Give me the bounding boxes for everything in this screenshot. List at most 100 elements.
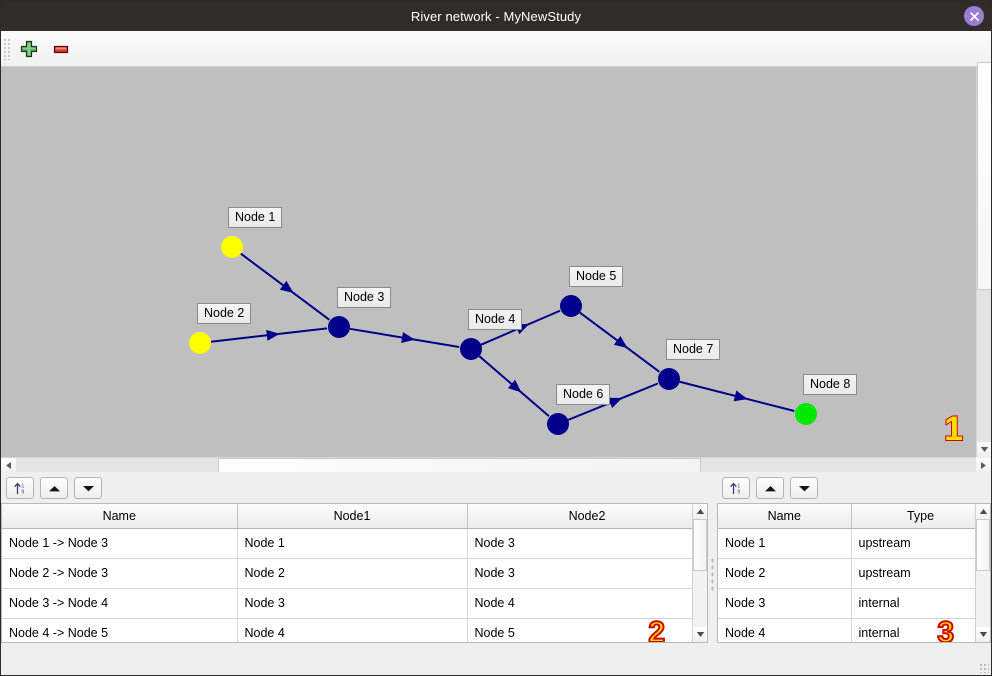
nodes-column-header[interactable]: Type bbox=[851, 504, 990, 529]
nodes-statusbar bbox=[717, 643, 991, 675]
reaches-cell[interactable]: Node 3 bbox=[237, 588, 468, 619]
toolbar-drag-handle[interactable] bbox=[3, 37, 11, 60]
scroll-right-arrow[interactable] bbox=[976, 458, 991, 473]
reaches-cell[interactable]: Node 2 bbox=[237, 558, 468, 589]
sort-button[interactable]: 1 9 bbox=[722, 477, 750, 499]
move-up-button[interactable] bbox=[40, 477, 68, 499]
scroll-left-arrow[interactable] bbox=[1, 458, 16, 473]
node-label-node-4[interactable]: Node 4 bbox=[468, 309, 523, 330]
triangle-down-icon bbox=[82, 485, 94, 491]
reaches-cell[interactable]: Node 4 bbox=[467, 588, 707, 619]
triangle-down-icon bbox=[980, 447, 989, 452]
reaches-column-header[interactable]: Name bbox=[2, 504, 238, 529]
node-label-node-6[interactable]: Node 6 bbox=[556, 384, 611, 405]
reaches-cell[interactable]: Node 1 bbox=[237, 528, 468, 559]
graph-node-node-8[interactable] bbox=[795, 403, 817, 425]
node-label-node-2[interactable]: Node 2 bbox=[197, 303, 252, 324]
nodes-scroll-up-arrow[interactable] bbox=[976, 504, 990, 519]
graph-node-node-5[interactable] bbox=[560, 295, 582, 317]
river-network-canvas[interactable]: Node 1 Node 2 Node 3 Node 4 Node 5 Node 6 Node… bbox=[1, 67, 991, 457]
close-button[interactable] bbox=[964, 6, 984, 26]
nodes-column-header[interactable]: Name bbox=[718, 504, 852, 529]
nodes-toolbar: 1 9 bbox=[717, 473, 991, 503]
sort-button[interactable]: 1 9 bbox=[6, 477, 34, 499]
nodes-vertical-scrollbar[interactable] bbox=[975, 504, 990, 642]
node-label-node-8[interactable]: Node 8 bbox=[803, 374, 858, 395]
triangle-down-icon bbox=[696, 632, 704, 637]
reaches-scroll-down-arrow[interactable] bbox=[693, 627, 707, 642]
edge-layer bbox=[210, 252, 795, 421]
nodes-vscroll-thumb[interactable] bbox=[976, 519, 990, 571]
canvas-vertical-scrollbar[interactable] bbox=[976, 62, 991, 457]
triangle-up-icon bbox=[764, 485, 776, 491]
graph-node-node-2[interactable] bbox=[189, 332, 211, 354]
reaches-cell[interactable]: Node 3 -> Node 4 bbox=[2, 588, 238, 619]
reaches-vertical-scrollbar[interactable] bbox=[692, 504, 707, 642]
nodes-cell[interactable]: internal bbox=[851, 618, 990, 642]
vertical-splitter[interactable] bbox=[708, 473, 717, 675]
nodes-cell[interactable]: upstream bbox=[851, 528, 990, 559]
node-label-node-3[interactable]: Node 3 bbox=[337, 287, 392, 308]
triangle-down-icon bbox=[798, 485, 810, 491]
nodes-cell[interactable]: upstream bbox=[851, 558, 990, 589]
move-down-button[interactable] bbox=[790, 477, 818, 499]
svg-text:9: 9 bbox=[737, 489, 740, 495]
scroll-down-arrow[interactable] bbox=[977, 442, 991, 457]
canvas-vscroll-thumb[interactable] bbox=[977, 62, 991, 290]
reaches-cell[interactable]: Node 4 -> Node 5 bbox=[2, 618, 238, 642]
graph-node-node-6[interactable] bbox=[547, 413, 569, 435]
reaches-cell[interactable]: Node 4 bbox=[237, 618, 468, 642]
canvas-horizontal-scrollbar[interactable] bbox=[1, 457, 991, 473]
nodes-cell[interactable]: Node 4 bbox=[718, 618, 852, 642]
canvas-hscroll-thumb[interactable] bbox=[218, 458, 701, 473]
close-icon bbox=[969, 11, 979, 21]
reaches-scroll-up-arrow[interactable] bbox=[693, 504, 707, 519]
node-label-node-7[interactable]: Node 7 bbox=[666, 339, 721, 360]
move-up-button[interactable] bbox=[756, 477, 784, 499]
reaches-cell[interactable]: Node 3 bbox=[467, 528, 707, 559]
remove-element-button[interactable] bbox=[47, 35, 75, 63]
node-label-node-5[interactable]: Node 5 bbox=[569, 266, 624, 287]
edge-arrow-icon bbox=[266, 329, 280, 341]
move-down-button[interactable] bbox=[74, 477, 102, 499]
graph-node-node-3[interactable] bbox=[328, 316, 350, 338]
svg-text:9: 9 bbox=[21, 489, 24, 495]
graph-node-node-7[interactable] bbox=[658, 368, 680, 390]
add-element-button[interactable] bbox=[15, 35, 43, 63]
reaches-cell[interactable]: Node 1 -> Node 3 bbox=[2, 528, 238, 559]
nodes-cell[interactable]: Node 1 bbox=[718, 528, 852, 559]
nodes-cell[interactable]: Node 3 bbox=[718, 588, 852, 619]
reaches-column-header[interactable]: Node2 bbox=[467, 504, 707, 529]
nodes-cell[interactable]: Node 2 bbox=[718, 558, 852, 589]
edge-arrow-icon bbox=[401, 332, 415, 343]
reaches-cell[interactable]: Node 2 -> Node 3 bbox=[2, 558, 238, 589]
reaches-cell[interactable]: Node 5 bbox=[467, 618, 707, 642]
window-resize-grip[interactable] bbox=[979, 663, 989, 673]
edge-arrow-icon bbox=[733, 390, 748, 402]
reaches-column-header[interactable]: Node1 bbox=[237, 504, 468, 529]
annotation-marker-1: 1 bbox=[943, 409, 964, 449]
nodes-scroll-down-arrow[interactable] bbox=[976, 627, 990, 642]
nodes-cell[interactable]: internal bbox=[851, 588, 990, 619]
graph-node-node-4[interactable] bbox=[460, 338, 482, 360]
node-label-node-1[interactable]: Node 1 bbox=[228, 207, 283, 228]
graph-node-node-1[interactable] bbox=[221, 236, 243, 258]
title-bar: River network - MyNewStudy bbox=[1, 1, 991, 31]
reaches-cell[interactable]: Node 3 bbox=[467, 558, 707, 589]
reaches-vscroll-thumb[interactable] bbox=[693, 519, 707, 571]
edge-arrow-icon bbox=[507, 379, 522, 393]
